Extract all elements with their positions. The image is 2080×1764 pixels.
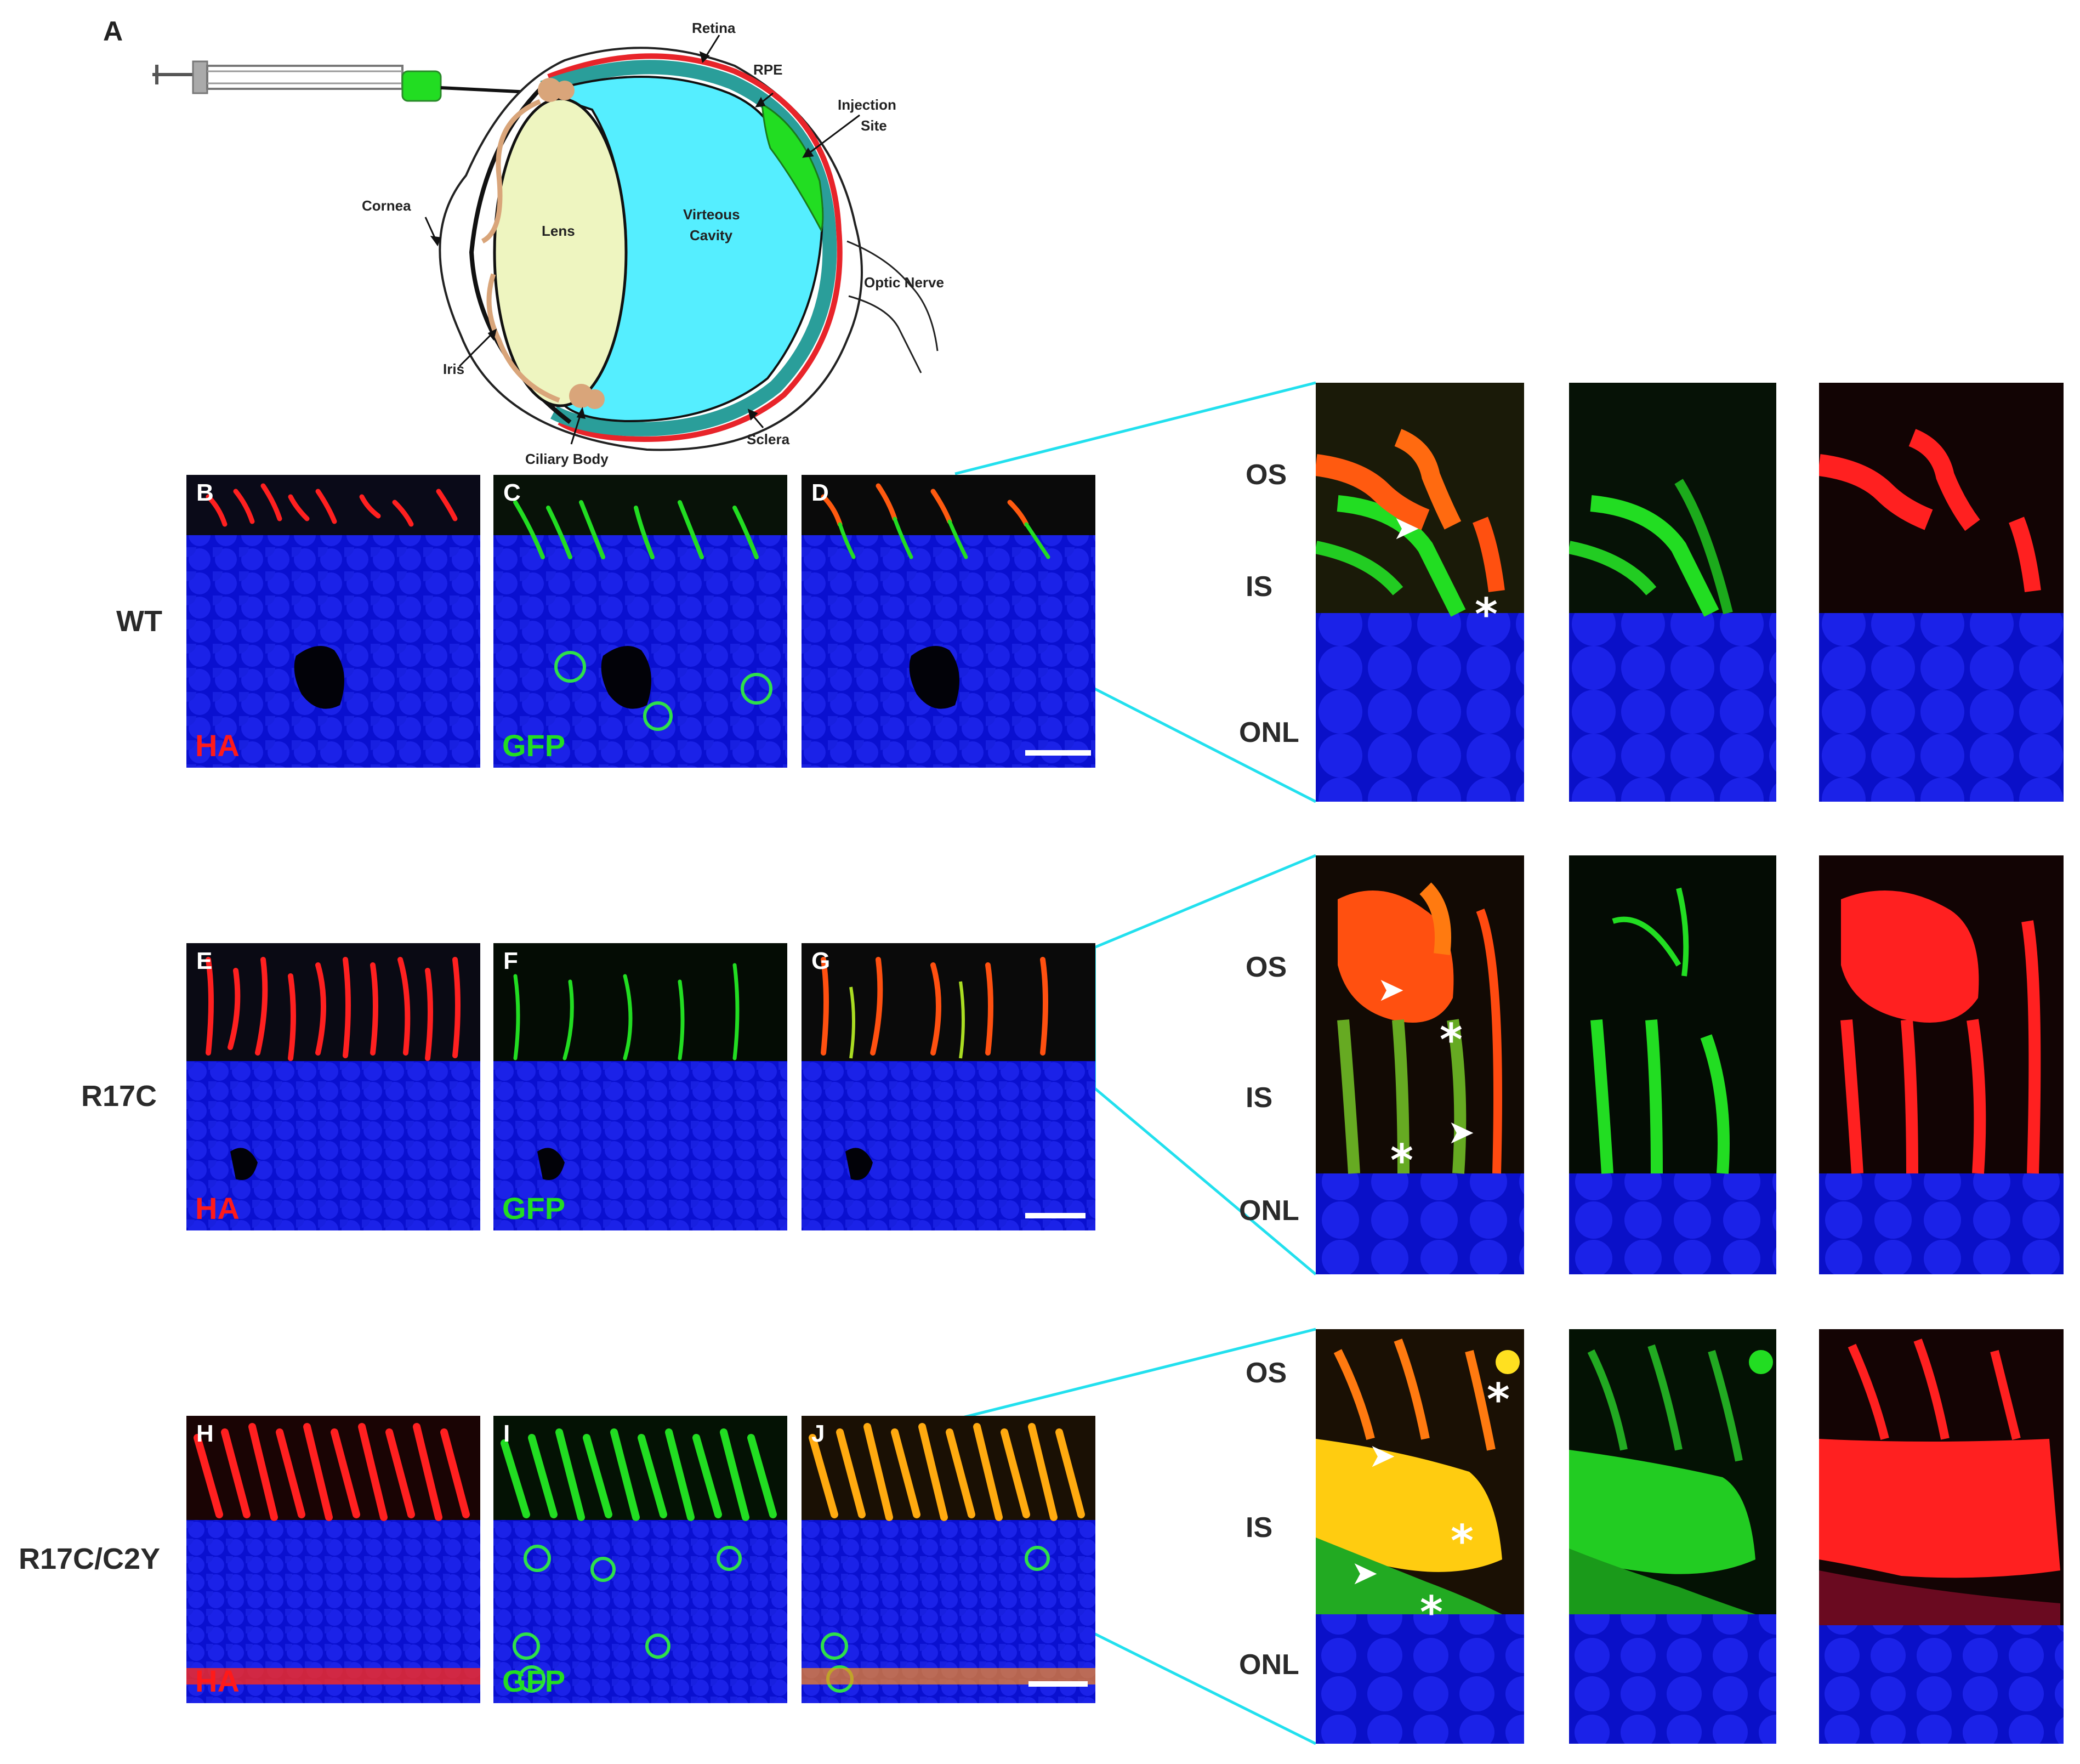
asterisk-icon: * bbox=[1420, 1587, 1443, 1638]
layer-label-is-wt: IS bbox=[1246, 571, 1273, 603]
panel-label-d: D bbox=[811, 479, 829, 506]
ciliary-body-top bbox=[538, 78, 562, 102]
label-ciliary-body: Ciliary Body bbox=[525, 451, 609, 467]
zoom-r17c-c2y-merge: ➤ * * ➤ * bbox=[1316, 1329, 1524, 1744]
panel-label-b: B bbox=[196, 479, 214, 506]
optic-nerve-line bbox=[846, 240, 939, 351]
label-retina: Retina bbox=[692, 20, 736, 36]
syringe-icon bbox=[152, 60, 774, 106]
asterisk-icon: * bbox=[1451, 1516, 1474, 1567]
panel-f-image: F GFP bbox=[493, 943, 787, 1230]
label-injection-site-2: Site bbox=[861, 117, 887, 134]
stain-label-gfp-f: GFP bbox=[502, 1191, 566, 1226]
label-rpe: RPE bbox=[753, 61, 783, 78]
zoom-r17c-merge: ➤ * ➤ * bbox=[1316, 855, 1524, 1274]
panel-e-image: E HA bbox=[186, 943, 480, 1230]
label-lens: Lens bbox=[542, 223, 575, 239]
stain-label-ha-h: HA bbox=[195, 1664, 240, 1698]
asterisk-icon: * bbox=[1487, 1374, 1510, 1425]
row-label-r17c-c2y: R17C/C2Y bbox=[19, 1542, 161, 1575]
stain-label-gfp-c: GFP bbox=[502, 728, 566, 763]
panel-label-j: J bbox=[811, 1420, 825, 1447]
panel-label-f: F bbox=[503, 948, 518, 974]
panel-label-h: H bbox=[196, 1420, 214, 1447]
row-label-wt: WT bbox=[116, 605, 162, 638]
layer-label-is-r17c: IS bbox=[1246, 1082, 1273, 1114]
zoom-wt-merge: ➤ * bbox=[1316, 383, 1524, 802]
scale-bar-g bbox=[1025, 1213, 1086, 1218]
zoom-r17c-c2y-ha bbox=[1819, 1329, 2064, 1744]
arrowhead-icon: ➤ bbox=[1368, 1437, 1396, 1475]
layer-label-onl-wt: ONL bbox=[1239, 717, 1299, 748]
zoom-r17c-gfp bbox=[1569, 855, 1776, 1274]
stain-label-gfp-i: GFP bbox=[502, 1664, 566, 1698]
zoom-wt-ha bbox=[1819, 383, 2064, 802]
scale-bar-d bbox=[1025, 750, 1091, 756]
iris-upper bbox=[481, 99, 541, 244]
panel-b-image: B HA bbox=[186, 475, 480, 768]
panel-i-image: I GFP bbox=[493, 1416, 787, 1703]
panel-g-image: G bbox=[802, 943, 1095, 1230]
stain-label-ha-b: HA bbox=[195, 728, 240, 763]
layer-label-os-wt: OS bbox=[1246, 459, 1287, 491]
arrowhead-icon: ➤ bbox=[1351, 1554, 1379, 1592]
label-vitreous-2: Cavity bbox=[690, 227, 733, 243]
panel-label-g: G bbox=[811, 948, 831, 974]
panel-h-image: H HA bbox=[186, 1416, 480, 1703]
panel-c-image: C GFP bbox=[493, 475, 787, 768]
layer-label-onl-r17c-c2y: ONL bbox=[1239, 1649, 1299, 1681]
panel-label-c: C bbox=[503, 479, 521, 506]
panel-label-i: I bbox=[503, 1420, 510, 1447]
asterisk-icon: * bbox=[1440, 1014, 1463, 1065]
label-vitreous-1: Virteous bbox=[683, 206, 740, 223]
label-sclera: Sclera bbox=[747, 431, 790, 447]
stain-label-ha-e: HA bbox=[195, 1191, 240, 1226]
panel-label-e: E bbox=[196, 948, 213, 974]
zoom-wt-gfp bbox=[1569, 383, 1776, 802]
asterisk-icon: * bbox=[1475, 589, 1498, 640]
arrowhead-icon: ➤ bbox=[1377, 971, 1405, 1009]
zoom-r17c-ha bbox=[1819, 855, 2064, 1274]
label-cornea: Cornea bbox=[362, 197, 411, 214]
arrowhead-icon: ➤ bbox=[1393, 509, 1420, 547]
panel-label-a: A bbox=[103, 16, 123, 47]
scale-bar-j bbox=[1028, 1681, 1088, 1687]
eye-diagram bbox=[152, 35, 939, 451]
panel-d-image: D bbox=[802, 475, 1095, 768]
layer-label-os-r17c: OS bbox=[1246, 951, 1287, 983]
label-optic-nerve: Optic Nerve bbox=[864, 274, 944, 291]
row-label-r17c: R17C bbox=[81, 1080, 157, 1113]
asterisk-icon: * bbox=[1390, 1135, 1413, 1186]
label-injection-site-1: Injection bbox=[838, 97, 896, 113]
layer-label-onl-r17c: ONL bbox=[1239, 1195, 1299, 1227]
layer-label-os-r17c-c2y: OS bbox=[1246, 1357, 1287, 1389]
injection-bleb bbox=[761, 103, 824, 232]
layer-label-is-r17c-c2y: IS bbox=[1246, 1512, 1273, 1544]
zoom-r17c-c2y-gfp bbox=[1569, 1329, 1776, 1744]
iris-lower bbox=[486, 273, 560, 403]
arrowhead-icon: ➤ bbox=[1447, 1113, 1475, 1152]
retina-layer bbox=[540, 60, 837, 436]
label-iris: Iris bbox=[443, 361, 465, 377]
rpe-layer bbox=[547, 53, 843, 442]
panel-j-image: J bbox=[802, 1416, 1095, 1703]
